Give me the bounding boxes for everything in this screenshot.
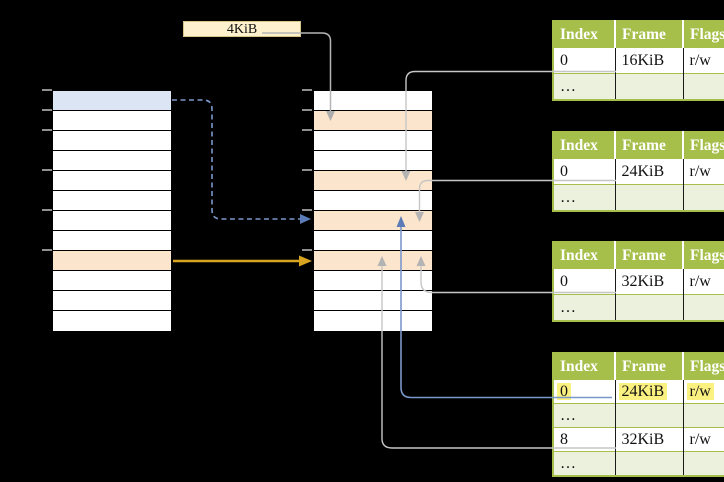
table-cell: r/w bbox=[682, 379, 724, 404]
entry-tick-mark bbox=[42, 249, 52, 251]
entry-tick-mark bbox=[42, 109, 52, 111]
table-cell: r/w bbox=[682, 268, 724, 295]
page-table-entry bbox=[53, 271, 171, 291]
table-cell bbox=[682, 451, 724, 476]
column-header: Index bbox=[553, 21, 615, 48]
page-table-entry bbox=[53, 171, 171, 191]
entry-tick-mark bbox=[42, 209, 52, 211]
page-table-entry bbox=[314, 91, 432, 111]
page-table-entry bbox=[53, 131, 171, 151]
arrow-orange-head bbox=[299, 255, 312, 267]
entry-tick-mark bbox=[42, 129, 52, 131]
entry-tick-mark bbox=[302, 249, 312, 251]
entry-tick-mark bbox=[302, 169, 312, 171]
table-cell bbox=[682, 73, 724, 100]
column-header: Index bbox=[553, 353, 615, 380]
column-header: Frame bbox=[614, 353, 683, 380]
table-cell: 24KiB bbox=[614, 379, 683, 404]
table-row: … bbox=[553, 403, 724, 428]
column-header: Flags bbox=[682, 242, 724, 269]
entry-tick-mark bbox=[302, 109, 312, 111]
arrow-dashed-blue-head bbox=[300, 214, 311, 224]
entry-tick-mark bbox=[302, 209, 312, 211]
page-table-entry bbox=[314, 291, 432, 311]
page-table-entry bbox=[314, 231, 432, 251]
table-row: … bbox=[553, 184, 724, 211]
column-header: Flags bbox=[682, 21, 724, 48]
entry-tick-mark bbox=[42, 169, 52, 171]
column-header: Index bbox=[553, 132, 615, 159]
entry-tick-mark bbox=[42, 89, 52, 91]
page-table-entry bbox=[314, 191, 432, 211]
table-cell bbox=[614, 451, 683, 476]
table-cell: 32KiB bbox=[614, 268, 683, 295]
page-table-entry bbox=[314, 311, 432, 331]
entry-tick-mark bbox=[302, 129, 312, 131]
table-cell: … bbox=[553, 403, 615, 428]
left-page-table-grid bbox=[52, 90, 172, 331]
page-table-entry bbox=[53, 251, 171, 271]
table-cell: … bbox=[553, 73, 615, 100]
column-header: Flags bbox=[682, 132, 724, 159]
column-header: Frame bbox=[614, 132, 683, 159]
page-table-entry bbox=[314, 271, 432, 291]
page-table-entry bbox=[53, 111, 171, 131]
page-table-entry bbox=[53, 211, 171, 231]
table-cell bbox=[614, 184, 683, 211]
table-cell: 8 bbox=[553, 427, 615, 452]
table-cell bbox=[614, 403, 683, 428]
table-cell: r/w bbox=[682, 158, 724, 185]
arrow-dashed-blue-line bbox=[172, 99, 301, 220]
table-cell: … bbox=[553, 294, 615, 321]
column-header: Index bbox=[553, 242, 615, 269]
table-cell bbox=[682, 294, 724, 321]
page-table-entry bbox=[53, 291, 171, 311]
page-table-entry bbox=[53, 91, 171, 111]
page-table-entry bbox=[314, 131, 432, 151]
table-cell: 0 bbox=[553, 158, 615, 185]
page-table-entry bbox=[53, 151, 171, 171]
table-cell: … bbox=[553, 184, 615, 211]
table-cell: 0 bbox=[553, 268, 615, 295]
table-cell: … bbox=[553, 451, 615, 476]
table-cell: 16KiB bbox=[614, 47, 683, 74]
page-table-entry bbox=[53, 191, 171, 211]
table-cell: 0 bbox=[553, 47, 615, 74]
page-table-entry bbox=[314, 111, 432, 131]
page-table-entry bbox=[53, 231, 171, 251]
page-table-entry bbox=[314, 211, 432, 231]
column-header: Frame bbox=[614, 21, 683, 48]
table-cell bbox=[614, 294, 683, 321]
table-cell: 24KiB bbox=[614, 158, 683, 185]
table-row: … bbox=[553, 73, 724, 100]
table-cell: r/w bbox=[682, 47, 724, 74]
page-size-label: 4KiB bbox=[183, 21, 301, 37]
table-cell: 0 bbox=[553, 379, 615, 404]
page-table-entry bbox=[314, 171, 432, 191]
table-cell bbox=[682, 403, 724, 428]
table-row: … bbox=[553, 451, 724, 476]
table-row: … bbox=[553, 294, 724, 321]
column-header: Frame bbox=[614, 242, 683, 269]
table-cell: r/w bbox=[682, 427, 724, 452]
table-cell bbox=[682, 184, 724, 211]
page-table-entry bbox=[314, 251, 432, 271]
middle-page-table-grid bbox=[313, 90, 433, 331]
entry-tick-mark bbox=[302, 89, 312, 91]
page-table-entry bbox=[314, 151, 432, 171]
table-cell bbox=[614, 73, 683, 100]
page-table-entry bbox=[53, 311, 171, 331]
table-cell: 32KiB bbox=[614, 427, 683, 452]
column-header: Flags bbox=[682, 353, 724, 380]
